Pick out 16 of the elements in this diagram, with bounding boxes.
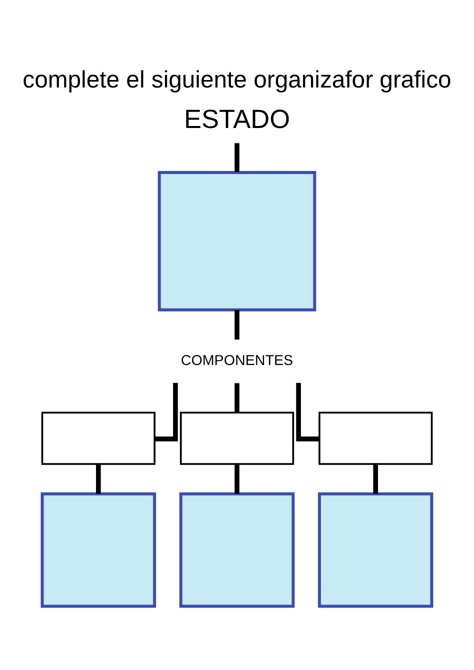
diagram-title: complete el siguiente organizafor grafico: [22, 66, 452, 94]
node-box: [179, 492, 295, 608]
node-box: [318, 492, 434, 608]
node-box: [41, 412, 156, 465]
connector: [234, 143, 240, 172]
connector: [234, 383, 240, 412]
connector: [373, 464, 378, 494]
node-text: ESTADO: [184, 104, 290, 134]
node-box: [158, 171, 316, 312]
node-box: [318, 412, 433, 465]
connector: [96, 464, 101, 494]
connector: [234, 310, 240, 340]
node-box: [180, 412, 294, 465]
node-box: [40, 492, 156, 608]
connector: [234, 464, 240, 494]
node-text: COMPONENTES: [180, 352, 294, 369]
